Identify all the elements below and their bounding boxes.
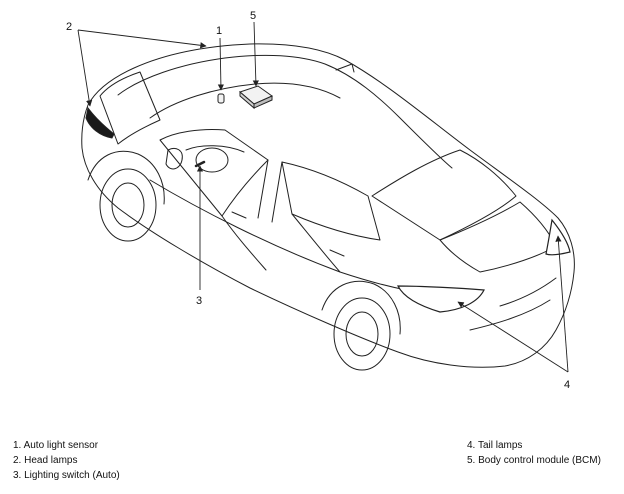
- front-wheel-hub: [111, 182, 145, 228]
- leader-4b: [555, 235, 569, 373]
- windshield: [99, 71, 161, 145]
- roof-outline: [117, 54, 453, 169]
- callout-4: 4: [564, 379, 570, 391]
- body-control-module: [239, 85, 274, 110]
- legend-left: 1. Auto light sensor 2. Head lamps 3. Li…: [13, 438, 120, 483]
- rear-door-line: [291, 213, 341, 273]
- auto-light-sensor: [217, 93, 225, 104]
- tail-lamp-left: [397, 285, 485, 313]
- front-wheel-arch: [87, 150, 165, 205]
- rear-wheel-arch: [321, 280, 401, 335]
- rear-wheel-hub: [345, 311, 379, 357]
- lighting-switch: [194, 160, 206, 168]
- car-body-outline: [81, 43, 575, 368]
- b-pillar: [257, 159, 283, 223]
- front-door-line: [221, 215, 267, 271]
- side-crease: [149, 179, 431, 295]
- callout-1: 1: [216, 25, 222, 37]
- callout-3: 3: [196, 295, 202, 307]
- legend-right: 4. Tail lamps 5. Body control module (BC…: [467, 438, 601, 468]
- leader-lines: [77, 21, 569, 373]
- front-wheel: [99, 168, 157, 242]
- side-mirror: [165, 147, 183, 170]
- legend-item-head-lamps: 2. Head lamps: [13, 455, 78, 466]
- front-side-window: [159, 129, 269, 217]
- leader-5: [252, 21, 259, 87]
- head-lamp: [85, 106, 115, 139]
- steering-wheel: [195, 147, 229, 173]
- legend-item-bcm: 5. Body control module (BCM): [467, 455, 601, 466]
- legend-item-tail-lamps: 4. Tail lamps: [467, 440, 523, 451]
- rear-window: [371, 149, 517, 241]
- legend-item-auto-light-sensor: 1. Auto light sensor: [13, 440, 99, 451]
- rear-spoiler: [335, 63, 355, 73]
- door-handle-rear: [329, 249, 345, 257]
- legend-item-lighting-switch: 3. Lighting switch (Auto): [13, 470, 120, 481]
- rear-bumper: [469, 277, 557, 331]
- car-illustration: [81, 43, 575, 371]
- rear-wheel: [333, 297, 391, 371]
- leader-1: [217, 37, 225, 91]
- leader-2a: [77, 29, 93, 107]
- door-handle-front: [231, 211, 247, 219]
- trunk-lid: [439, 201, 557, 273]
- leader-4a: [457, 301, 569, 373]
- dashboard: [185, 145, 245, 153]
- leader-2b: [77, 29, 207, 49]
- rear-side-window: [281, 161, 381, 241]
- callout-5: 5: [250, 10, 256, 22]
- vehicle-component-diagram: 1 2 3 4 5: [66, 10, 575, 391]
- callout-2: 2: [66, 21, 72, 33]
